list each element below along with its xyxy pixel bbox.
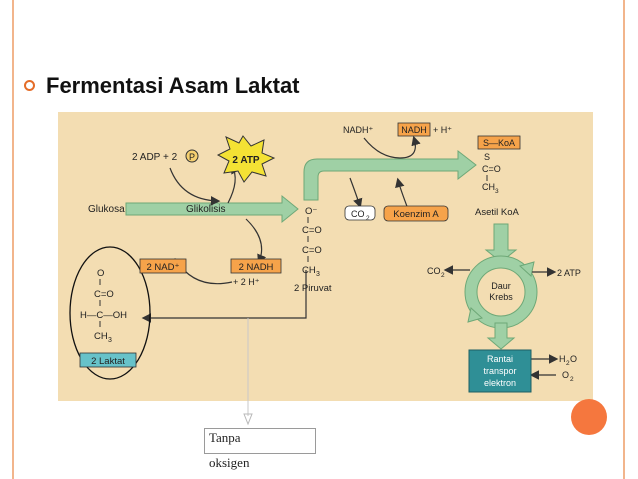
glukosa-label: Glukosa xyxy=(88,204,125,215)
h2o-subscript: 2 xyxy=(566,360,570,367)
co2-label: CO xyxy=(351,209,365,219)
piruvat-c1: C=O xyxy=(302,225,322,236)
nadh-plus-top-label: NADH⁺ xyxy=(343,125,374,135)
krebs-co2-subscript: 2 xyxy=(441,272,445,279)
nadh-label: 2 NADH xyxy=(239,262,274,273)
laktat-ch3: CH xyxy=(94,331,108,342)
laktat-o: O xyxy=(97,268,104,279)
rantai-label: Rantai xyxy=(487,354,513,364)
co2-subscript: 2 xyxy=(366,215,370,222)
pyruvate-to-acetyl-arrow xyxy=(303,149,477,201)
elektron-label: elektron xyxy=(484,378,516,388)
piruvat-ch3-subscript: 3 xyxy=(316,271,320,278)
glikolisis-label: Glikolisis xyxy=(186,204,225,215)
atp-star-label: 2 ATP xyxy=(232,155,260,166)
slide-frame-left xyxy=(12,0,14,479)
h2o-o: O xyxy=(570,354,577,364)
piruvat-c2: C=O xyxy=(302,245,322,256)
skoa-label: S—KoA xyxy=(483,138,515,148)
note-line-2: oksigen xyxy=(209,455,250,470)
o2-subscript: 2 xyxy=(570,376,574,383)
skoa-ch3: CH xyxy=(482,182,495,192)
koenzim-box xyxy=(383,205,449,222)
acetyl-to-krebs-arrow xyxy=(484,223,518,263)
laktat-box xyxy=(79,352,137,368)
bullet-icon xyxy=(24,80,35,91)
krebs-to-chain-arrow xyxy=(486,322,516,350)
h2o-h: H xyxy=(559,354,566,364)
h-plus-top-label: + H⁺ xyxy=(433,125,452,135)
asetil-label: Asetil KoA xyxy=(475,207,519,218)
piruvat-o-minus: O⁻ xyxy=(305,206,317,217)
note-connector-arrowhead xyxy=(243,413,253,426)
piruvat-label: 2 Piruvat xyxy=(294,283,332,294)
piruvat-structure: O⁻ C=O C=O CH 3 2 Piruvat xyxy=(294,206,332,294)
laktat-ch3-subscript: 3 xyxy=(108,337,112,344)
electron-chain-box xyxy=(468,349,532,393)
h-plus-label: + 2 H⁺ xyxy=(233,277,260,287)
krebs-cycle-ring xyxy=(464,255,538,329)
laktat-structure: O C=O H—C—OH CH 3 xyxy=(80,268,127,344)
laktat-c1: C=O xyxy=(94,289,114,300)
skoa-s: S xyxy=(484,152,490,162)
adp-label: 2 ADP + 2 xyxy=(132,152,178,163)
nadh-top-label: NADH xyxy=(401,125,427,135)
phosphate-circle xyxy=(185,149,199,163)
decorative-circle xyxy=(571,399,607,435)
piruvat-ch3: CH xyxy=(302,265,316,276)
phosphate-label: P xyxy=(189,152,195,162)
atp-star: 2 ATP xyxy=(216,135,276,183)
transpor-label: transpor xyxy=(483,366,516,376)
glycolysis-arrow xyxy=(125,194,299,224)
slide-title: Fermentasi Asam Laktat xyxy=(46,73,300,98)
slide-frame-right xyxy=(623,0,625,479)
nadh-box xyxy=(230,258,282,274)
skoa-ch3-subscript: 3 xyxy=(495,188,499,195)
o2-label: O xyxy=(562,370,569,380)
asetil-structure: S C=O CH 3 xyxy=(482,152,501,195)
nadh-top-box xyxy=(397,122,431,137)
koenzim-label: Koenzim A xyxy=(393,209,439,220)
skoa-box xyxy=(477,135,521,150)
skoa-c: C=O xyxy=(482,164,501,174)
co2-box xyxy=(344,205,376,221)
laktat-label: 2 Laktat xyxy=(91,356,125,367)
nad-label: 2 NAD⁺ xyxy=(147,262,180,273)
laktat-oval xyxy=(69,246,151,380)
krebs-label: Krebs xyxy=(489,292,513,302)
krebs-atp-label: 2 ATP xyxy=(557,268,581,278)
note-box xyxy=(204,428,316,454)
daur-label: Daur xyxy=(491,281,511,291)
laktat-hcoh: H—C—OH xyxy=(80,310,127,321)
nad-box xyxy=(139,258,187,274)
krebs-co2-label: CO xyxy=(427,266,441,276)
note-line-1: Tanpa xyxy=(209,430,241,445)
